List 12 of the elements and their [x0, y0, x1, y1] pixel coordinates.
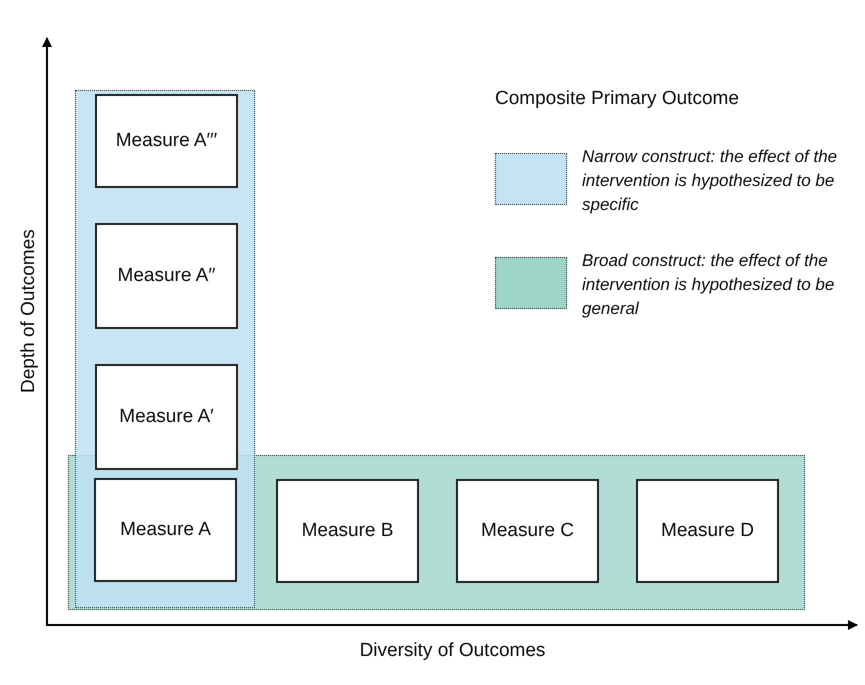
measure-box: Measure A′	[95, 364, 238, 470]
measure-box: Measure A	[94, 478, 237, 582]
measure-box: Measure B	[276, 479, 419, 583]
measure-box: Measure A′′′	[95, 94, 238, 188]
axis-title: Depth of Outcomes	[18, 229, 40, 393]
measure-box: Measure C	[456, 479, 599, 583]
legend-text: Broad construct: the effect of the intervention is hypothesized to be general	[582, 250, 836, 320]
measure-box: Measure A′′	[95, 223, 238, 329]
legend-text: Narrow construct: the effect of the intervention is hypothesized to be specific	[582, 146, 838, 216]
legend-title: Composite Primary Outcome	[495, 88, 739, 110]
measure-box: Measure D	[636, 479, 779, 583]
axis-title: Diversity of Outcomes	[358, 640, 546, 662]
